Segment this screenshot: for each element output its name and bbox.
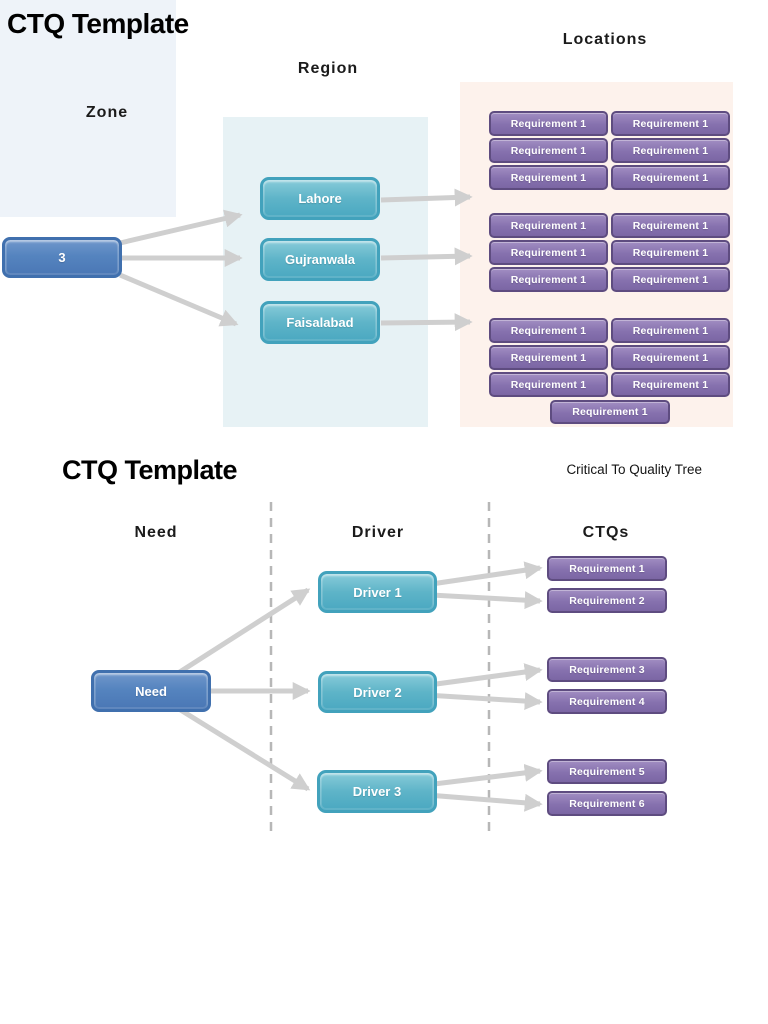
region-node-lahore: Lahore: [260, 177, 380, 220]
ctq-box-6: Requirement 6: [547, 791, 667, 816]
requirement-box: Requirement 1: [611, 372, 730, 397]
requirement-box: Requirement 1: [489, 111, 608, 136]
requirement-box: Requirement 1: [611, 240, 730, 265]
locations-column-header: Locations: [562, 31, 648, 48]
bottom-diagram-title: CTQ Template: [62, 455, 238, 485]
driver-node-3: Driver 3: [317, 770, 437, 813]
top-diagram-title: CTQ Template: [7, 8, 189, 39]
bottom-diagram-subtitle: Critical To Quality Tree: [566, 462, 702, 477]
requirement-box: Requirement 1: [489, 372, 608, 397]
requirement-box-extra: Requirement 1: [550, 400, 670, 424]
requirement-box: Requirement 1: [489, 240, 608, 265]
requirement-box: Requirement 1: [611, 111, 730, 136]
region-node-gujranwala: Gujranwala: [260, 238, 380, 281]
requirement-box: Requirement 1: [489, 165, 608, 190]
requirement-box: Requirement 1: [611, 138, 730, 163]
driver-column-header: Driver: [351, 524, 405, 541]
ctqs-column-header: CTQs: [582, 524, 630, 541]
requirement-box: Requirement 1: [489, 213, 608, 238]
requirement-box: Requirement 1: [611, 267, 730, 292]
need-column-header: Need: [134, 524, 178, 541]
requirement-box: Requirement 1: [611, 213, 730, 238]
need-node: Need: [91, 670, 211, 712]
ctq-box-5: Requirement 5: [547, 759, 667, 784]
requirement-box: Requirement 1: [489, 267, 608, 292]
driver-node-1: Driver 1: [318, 571, 437, 613]
zone-panel: [0, 0, 176, 217]
ctq-box-2: Requirement 2: [547, 588, 667, 613]
ctq-box-1: Requirement 1: [547, 556, 667, 581]
ctq-box-3: Requirement 3: [547, 657, 667, 682]
requirement-box: Requirement 1: [489, 345, 608, 370]
requirement-box: Requirement 1: [611, 345, 730, 370]
driver-node-2: Driver 2: [318, 671, 437, 713]
zone-column-header: Zone: [85, 104, 129, 121]
ctq-box-4: Requirement 4: [547, 689, 667, 714]
requirement-box: Requirement 1: [489, 138, 608, 163]
requirement-box: Requirement 1: [611, 318, 730, 343]
requirement-box: Requirement 1: [611, 165, 730, 190]
zone-node: 3: [2, 237, 122, 278]
region-node-faisalabad: Faisalabad: [260, 301, 380, 344]
region-column-header: Region: [297, 60, 359, 77]
requirement-box: Requirement 1: [489, 318, 608, 343]
